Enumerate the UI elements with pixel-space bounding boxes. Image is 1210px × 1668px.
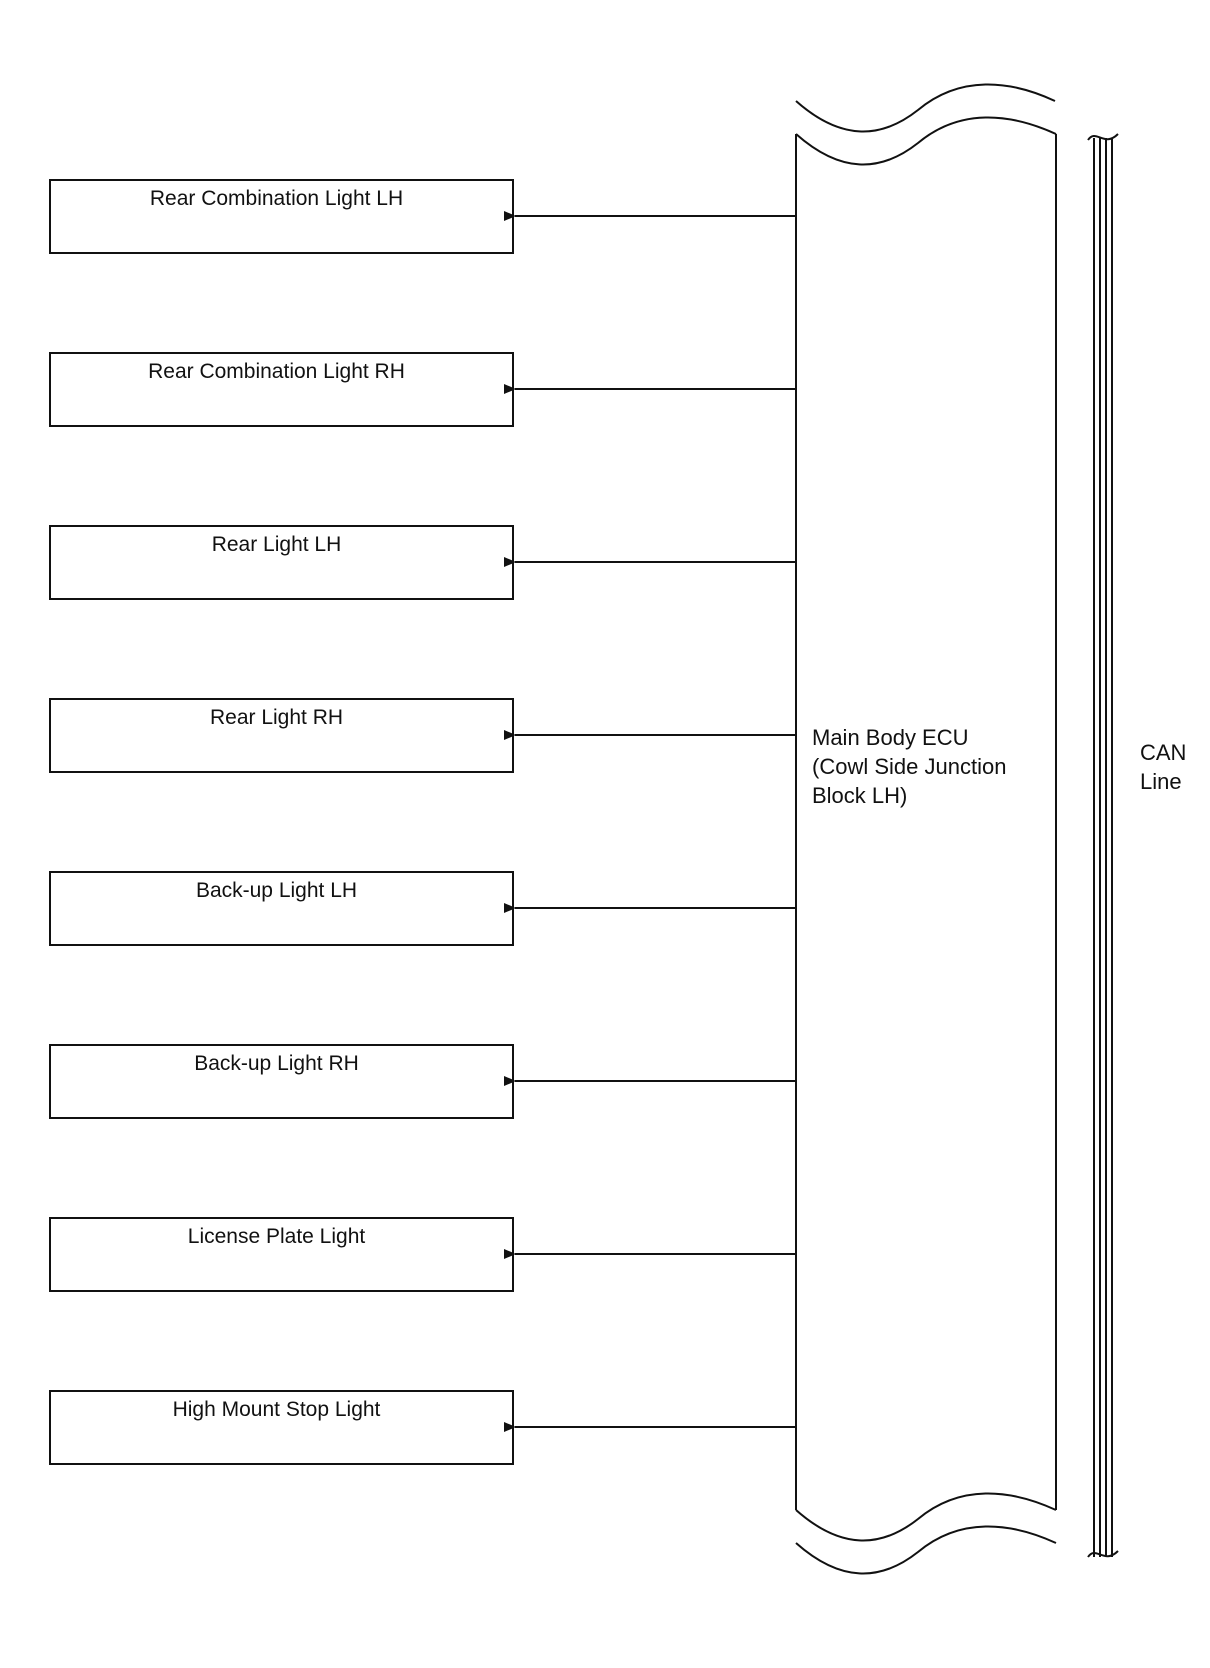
component-label: Rear Light LH bbox=[212, 533, 342, 556]
component-label: Rear Combination Light RH bbox=[148, 360, 405, 383]
component-list: Rear Combination Light LH Rear Combinatio… bbox=[49, 179, 796, 1465]
component-label: High Mount Stop Light bbox=[173, 1398, 381, 1421]
ecu-bottom-edge bbox=[795, 1492, 1057, 1542]
component-1: Rear Combination Light RH bbox=[49, 352, 796, 427]
ecu-top-edge bbox=[795, 116, 1057, 166]
component-5: Back-up Light RH bbox=[49, 1044, 796, 1119]
component-7: High Mount Stop Light bbox=[49, 1390, 796, 1465]
ecu-label-line3: Block LH) bbox=[812, 783, 907, 808]
can-label-line1: CAN bbox=[1140, 740, 1186, 765]
component-label: Back-up Light LH bbox=[196, 879, 357, 902]
component-3: Rear Light RH bbox=[49, 698, 796, 773]
component-label: Rear Light RH bbox=[210, 706, 343, 729]
ecu-bottom-break bbox=[795, 1525, 1057, 1575]
can-line-bus: CAN Line bbox=[1087, 133, 1186, 1558]
component-0: Rear Combination Light LH bbox=[49, 179, 796, 254]
ecu-top-break bbox=[795, 83, 1056, 133]
component-label: License Plate Light bbox=[188, 1225, 366, 1248]
component-label: Rear Combination Light LH bbox=[150, 187, 403, 210]
ecu-label-line2: (Cowl Side Junction bbox=[812, 754, 1006, 779]
main-body-ecu: Main Body ECU (Cowl Side Junction Block … bbox=[795, 83, 1057, 1575]
can-bottom-break bbox=[1087, 1550, 1119, 1558]
can-top-break bbox=[1087, 133, 1119, 141]
component-6: License Plate Light bbox=[49, 1217, 796, 1292]
component-4: Back-up Light LH bbox=[49, 871, 796, 946]
can-label-line2: Line bbox=[1140, 769, 1182, 794]
component-2: Rear Light LH bbox=[49, 525, 796, 600]
ecu-label-line1: Main Body ECU bbox=[812, 725, 969, 750]
component-label: Back-up Light RH bbox=[194, 1052, 359, 1075]
